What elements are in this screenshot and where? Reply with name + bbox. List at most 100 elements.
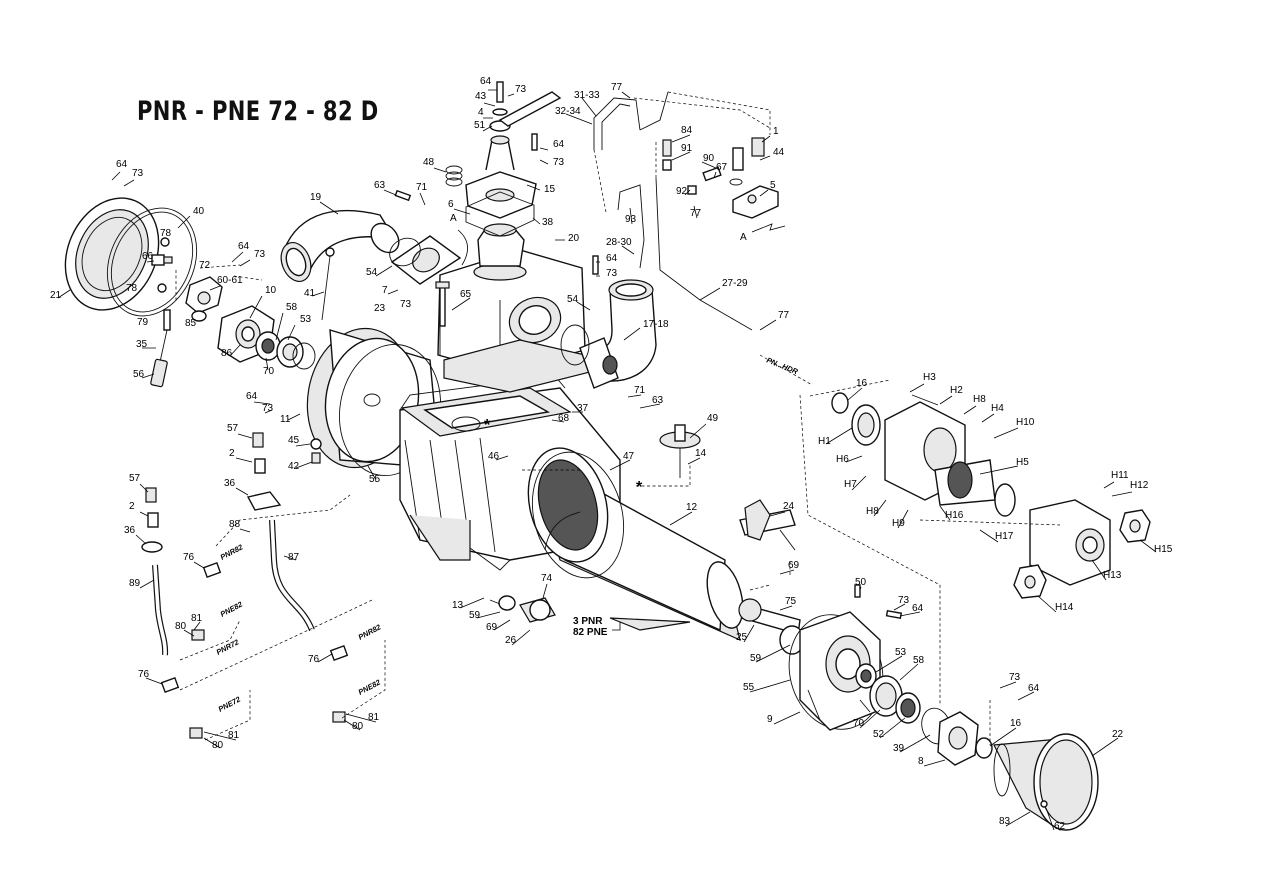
callout-c87: 77 bbox=[778, 310, 790, 321]
callout-c60: 87 bbox=[288, 552, 300, 563]
callout-c61: 76 bbox=[183, 552, 195, 563]
callout-c26: 17-18 bbox=[643, 319, 669, 330]
callout-c4: 4 bbox=[478, 107, 484, 118]
callout-c31: 66 bbox=[142, 251, 154, 262]
callout-c101: 59 bbox=[469, 610, 481, 621]
callout-c68: 80 bbox=[352, 721, 364, 732]
callout-c63: 81 bbox=[191, 613, 203, 624]
callout-c20: 23 bbox=[374, 303, 386, 314]
callout-c118: 73 bbox=[1009, 672, 1021, 683]
callout-c132: H5 bbox=[1016, 457, 1029, 468]
callout-c141: H13 bbox=[1103, 570, 1122, 581]
callout-c129: H10 bbox=[1016, 417, 1035, 428]
pipes-oil bbox=[152, 519, 315, 656]
callout-c11: 38 bbox=[542, 217, 554, 228]
drum-cylinder-12 bbox=[527, 447, 744, 642]
valve-body-60-61 bbox=[185, 276, 223, 322]
callout-c113: 70 bbox=[853, 718, 865, 729]
callout-c89: 63 bbox=[652, 395, 664, 406]
assembly-lines bbox=[175, 91, 1061, 745]
callout-c99: 74 bbox=[541, 573, 553, 584]
rear-cover-21 bbox=[64, 197, 198, 317]
bolts-head bbox=[394, 133, 599, 327]
callout-c34: 64 bbox=[238, 241, 250, 252]
callout-c25: 54 bbox=[567, 294, 579, 305]
callout-c40: 85 bbox=[185, 318, 197, 329]
callout-c21: 73 bbox=[400, 299, 412, 310]
drum-housing-11 bbox=[306, 327, 442, 477]
callout-c1: 64 bbox=[480, 76, 492, 87]
callout-c133: H7 bbox=[844, 479, 857, 490]
callout-c106: 59 bbox=[750, 653, 762, 664]
hydraulic-group bbox=[831, 392, 1151, 599]
callout-c62: 89 bbox=[129, 578, 141, 589]
callout-c3: 43 bbox=[475, 91, 487, 102]
callout-c98: 69 bbox=[788, 560, 800, 571]
callout-c80: 5 bbox=[770, 180, 776, 191]
callout-c2: 73 bbox=[515, 84, 527, 95]
callout-c73: 77 bbox=[611, 82, 623, 93]
callout-c16: A bbox=[450, 213, 457, 224]
front-flange-9 bbox=[779, 611, 884, 731]
callout-c24: 73 bbox=[606, 268, 618, 279]
callout-c119: 64 bbox=[1028, 683, 1040, 694]
top-right-pipes bbox=[593, 91, 779, 331]
callout-c131: H6 bbox=[836, 454, 849, 465]
callout-c14: 71 bbox=[416, 182, 428, 193]
callout-c109: 64 bbox=[912, 603, 924, 614]
callout-c71: 31-33 bbox=[574, 90, 600, 101]
callout-c8: 15 bbox=[544, 184, 556, 195]
callout-c35: 73 bbox=[254, 249, 266, 260]
callout-c28: 73 bbox=[132, 168, 144, 179]
valve-66 bbox=[151, 237, 173, 293]
filter-rod-56 bbox=[150, 309, 171, 388]
variant-tag-t1: PNR82 bbox=[219, 542, 245, 562]
callout-c7: 73 bbox=[553, 157, 565, 168]
cone-22 bbox=[993, 733, 1099, 831]
callout-c38: 21 bbox=[50, 290, 62, 301]
callout-c13: 63 bbox=[374, 180, 386, 191]
callout-c53: 2 bbox=[229, 448, 235, 459]
callout-c92: 49 bbox=[707, 413, 719, 424]
callout-c84: 28-30 bbox=[606, 237, 632, 248]
callout-c39: 79 bbox=[137, 317, 149, 328]
callout-c94: 47 bbox=[623, 451, 635, 462]
callout-c57: 2 bbox=[129, 501, 135, 512]
callout-c97: 24 bbox=[783, 501, 795, 512]
callout-c127: H8 bbox=[973, 394, 986, 405]
callout-c107: 50 bbox=[855, 577, 867, 588]
callout-c18: 7 bbox=[382, 285, 388, 296]
callout-c12: 20 bbox=[568, 233, 580, 244]
callout-c135: H12 bbox=[1130, 480, 1149, 491]
callout-c6: 64 bbox=[553, 139, 565, 150]
callout-c83: 93 bbox=[625, 214, 637, 225]
callout-c42: 53 bbox=[300, 314, 312, 325]
callout-c82: 77 bbox=[690, 208, 702, 219]
callout-c103: 26 bbox=[505, 635, 517, 646]
callout-c66: 76 bbox=[138, 669, 150, 680]
callout-c115: 9 bbox=[767, 714, 773, 725]
callout-c75: 84 bbox=[681, 125, 693, 136]
bold-labels: 3 PNR82 PNE bbox=[573, 616, 608, 638]
callout-c104: 75 bbox=[785, 596, 797, 607]
callout-c37: 10 bbox=[265, 285, 277, 296]
callout-c76: 91 bbox=[681, 143, 693, 154]
callout-c22: 65 bbox=[460, 289, 472, 300]
callout-c59: 88 bbox=[229, 519, 241, 530]
callout-c23: 64 bbox=[606, 253, 618, 264]
callout-c100: 13 bbox=[452, 600, 464, 611]
callout-c9: 48 bbox=[423, 157, 435, 168]
callout-c142: H14 bbox=[1055, 602, 1074, 613]
bearing-58-53-70 bbox=[255, 331, 316, 370]
callout-c55: 36 bbox=[224, 478, 236, 489]
callout-c139: H17 bbox=[995, 531, 1014, 542]
callout-c123: 62 bbox=[1054, 821, 1066, 832]
callout-c43: 86 bbox=[221, 348, 233, 359]
callout-c58: 36 bbox=[124, 525, 136, 536]
callout-c134: H11 bbox=[1111, 470, 1129, 481]
dipstick-41 bbox=[321, 247, 335, 321]
callout-c78: 90 bbox=[703, 153, 715, 164]
variant-tag-t5: PNR82 bbox=[357, 622, 383, 642]
callout-c111: 58 bbox=[913, 655, 925, 666]
callout-c46: 56 bbox=[133, 369, 145, 380]
